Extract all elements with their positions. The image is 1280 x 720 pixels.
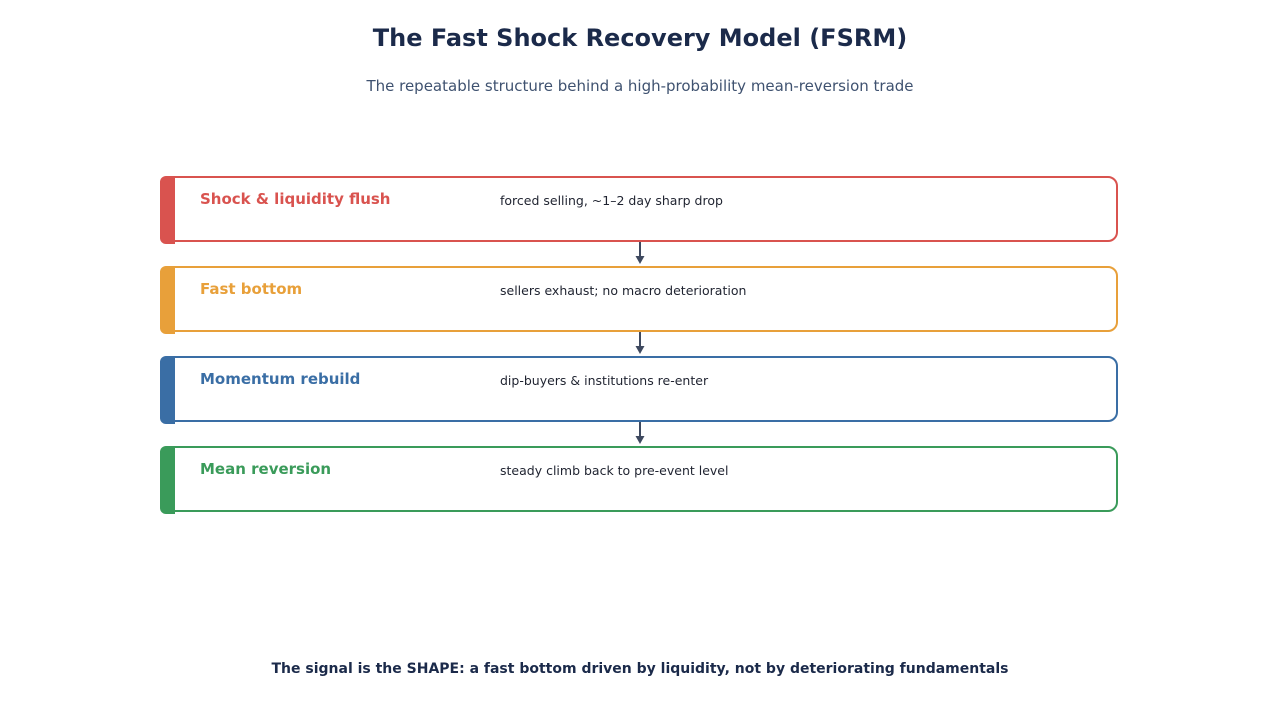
step-description: steady climb back to pre-event level [500,463,729,478]
page-subtitle: The repeatable structure behind a high-p… [366,77,914,95]
step-color-bar [160,356,175,424]
step-description: sellers exhaust; no macro deterioration [500,283,747,298]
step-description: forced selling, ~1–2 day sharp drop [500,193,723,208]
down-arrow-icon [635,422,645,444]
down-arrow-icon [635,332,645,354]
footer-note: The signal is the SHAPE: a fast bottom d… [271,661,1009,677]
step-title: Momentum rebuild [200,370,361,388]
step-mean-reversion: Mean reversion steady climb back to pre-… [160,446,1118,514]
step-title: Shock & liquidity flush [200,190,391,208]
page-title: The Fast Shock Recovery Model (FSRM) [372,24,908,52]
step-momentum-rebuild: Momentum rebuild dip-buyers & institutio… [160,356,1118,424]
step-fast-bottom: Fast bottom sellers exhaust; no macro de… [160,266,1118,334]
step-shock-liquidity-flush: Shock & liquidity flush forced selling, … [160,176,1118,244]
step-description: dip-buyers & institutions re-enter [500,373,709,388]
step-color-bar [160,266,175,334]
step-color-bar [160,176,175,244]
step-title: Fast bottom [200,280,303,298]
down-arrow-icon [635,242,645,264]
step-title: Mean reversion [200,460,332,478]
step-color-bar [160,446,175,514]
